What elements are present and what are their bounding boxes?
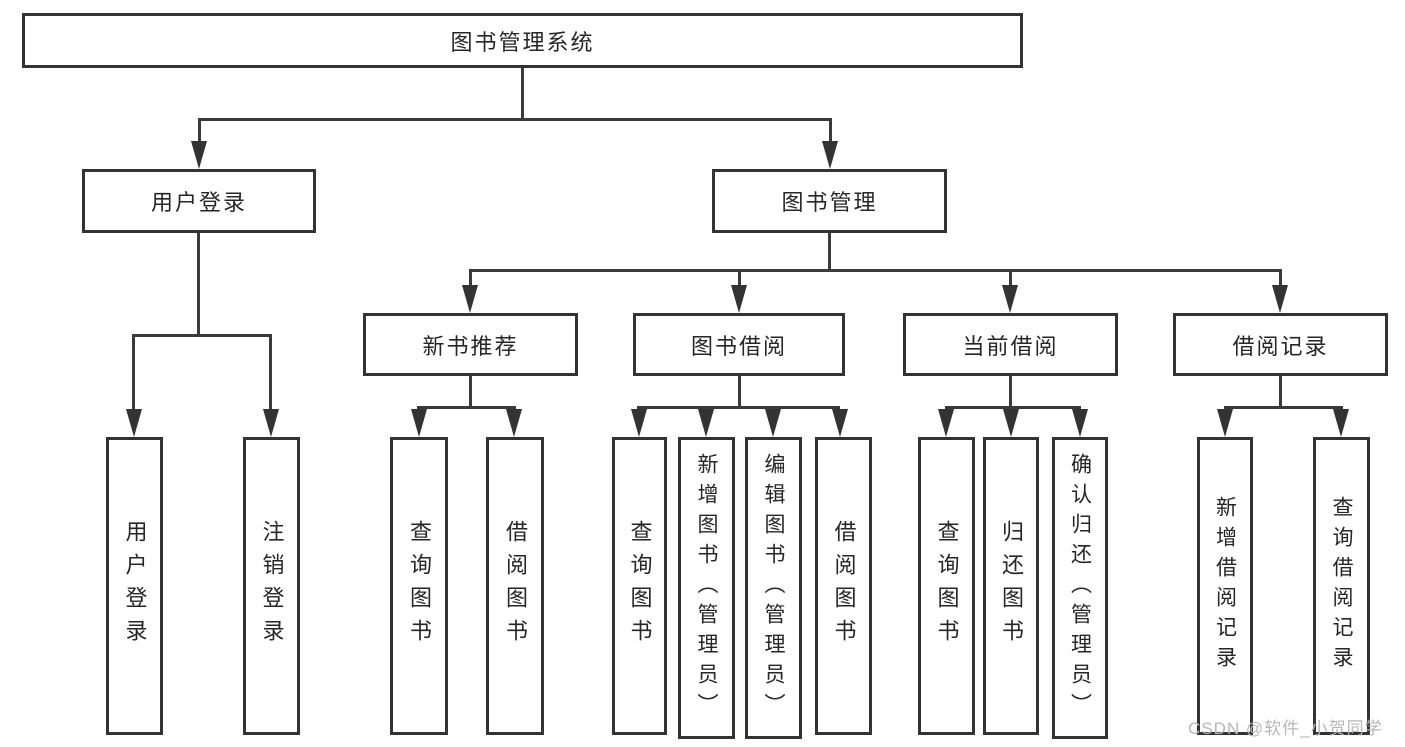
node-borrow-records: 借阅记录: [1173, 313, 1388, 376]
node-current-borrow: 当前借阅: [903, 313, 1118, 376]
arrowhead-to-current-borrow: [1002, 285, 1018, 313]
connector-bookmgmt-stem: [828, 233, 831, 271]
leaf-label: 编辑图书（管理员）: [762, 453, 785, 723]
leaf-confirm-return-admin: 确认归还（管理员）: [1052, 437, 1108, 739]
leaf-borrow-books-recommend: 借阅图书: [486, 437, 544, 735]
leaf-label: 查询借阅记录: [1330, 496, 1353, 676]
csdn-watermark: CSDN @软件_小贺同学: [1188, 719, 1383, 738]
arrowhead-to-leaf-logout: [263, 409, 279, 437]
arrowhead-to-book-management: [822, 141, 838, 169]
node-root-library-system: 图书管理系统: [22, 13, 1023, 68]
arrowhead-to-leaf-query-record: [1333, 409, 1349, 437]
arrowhead-to-user-login: [191, 141, 207, 169]
leaf-label: 借阅图书: [503, 520, 528, 652]
connector-root-left-drop: [198, 118, 201, 144]
arrowhead-to-new-book-recommend: [462, 285, 478, 313]
arrowhead-to-leaf-add-book: [698, 409, 714, 437]
node-label: 用户登录: [150, 190, 247, 215]
arrowhead-to-leaf-query-borrow: [631, 409, 647, 437]
node-user-login: 用户登录: [82, 169, 316, 233]
connector-userlogin-rail: [132, 334, 272, 337]
connector-drop-records: [1279, 269, 1282, 289]
connector-records-rail: [1224, 406, 1343, 409]
leaf-query-books-borrow: 查询图书: [612, 437, 667, 735]
leaf-edit-book-admin: 编辑图书（管理员）: [745, 437, 802, 739]
leaf-query-books-recommend: 查询图书: [390, 437, 448, 735]
arrowhead-to-borrow-records: [1272, 285, 1288, 313]
connector-borrow-rail: [637, 406, 840, 409]
connector-root-stem: [521, 68, 524, 120]
arrowhead-to-leaf-user-login: [126, 409, 142, 437]
connector-userlogin-stem: [197, 233, 200, 337]
connector-drop-borrow: [738, 269, 741, 289]
leaf-user-login: 用户登录: [106, 437, 163, 735]
node-label: 图书借阅: [690, 333, 787, 359]
leaf-label: 确认归还（管理员）: [1068, 453, 1092, 723]
arrowhead-to-book-borrow: [731, 285, 747, 313]
arrowhead-to-leaf-borrow-recommend: [506, 409, 522, 437]
leaf-add-book-admin: 新增图书（管理员）: [678, 437, 735, 739]
connector-root-rail: [198, 118, 832, 121]
arrowhead-to-leaf-add-record: [1217, 409, 1233, 437]
node-new-book-recommend: 新书推荐: [363, 313, 578, 376]
leaf-label: 用户登录: [122, 520, 148, 652]
arrowhead-to-leaf-return-books: [1003, 409, 1019, 437]
leaf-add-borrow-record: 新增借阅记录: [1197, 437, 1253, 735]
connector-userlogin-right-drop: [269, 334, 272, 412]
node-label: 借阅记录: [1232, 333, 1329, 359]
arrowhead-to-leaf-edit-book: [765, 409, 781, 437]
connector-records-stem: [1279, 376, 1282, 409]
connector-bookmgmt-rail: [469, 269, 1282, 272]
connector-userlogin-left-drop: [132, 334, 135, 412]
arrowhead-to-leaf-query-current: [938, 409, 954, 437]
arrowhead-to-leaf-confirm-return: [1072, 409, 1088, 437]
leaf-label: 查询图书: [627, 520, 653, 652]
connector-root-right-drop: [829, 118, 832, 144]
leaf-label: 归还图书: [999, 520, 1024, 652]
leaf-return-books: 归还图书: [983, 437, 1039, 735]
arrowhead-to-leaf-borrow-books: [832, 409, 848, 437]
leaf-label: 注销登录: [259, 520, 285, 652]
leaf-label: 新增图书（管理员）: [695, 453, 718, 723]
node-book-borrow: 图书借阅: [633, 313, 845, 376]
leaf-logout: 注销登录: [243, 437, 300, 735]
node-label: 新书推荐: [422, 333, 519, 359]
leaf-label: 查询图书: [934, 520, 960, 652]
connector-drop-recommend: [469, 269, 472, 289]
connector-recommend-rail: [417, 406, 516, 409]
connector-borrow-stem: [738, 376, 741, 409]
connector-recommend-stem: [469, 376, 472, 409]
node-label: 当前借阅: [962, 333, 1059, 359]
leaf-query-borrow-record: 查询借阅记录: [1313, 437, 1370, 735]
leaf-query-books-current: 查询图书: [918, 437, 975, 735]
node-book-management: 图书管理: [712, 169, 947, 233]
connector-current-stem: [1009, 376, 1012, 409]
node-label: 图书管理: [781, 190, 878, 215]
leaf-label: 新增借阅记录: [1213, 496, 1237, 676]
node-label: 图书管理系统: [450, 29, 595, 55]
leaf-label: 借阅图书: [831, 520, 857, 652]
leaf-borrow-books: 借阅图书: [815, 437, 872, 735]
connector-drop-current: [1009, 269, 1012, 289]
arrowhead-to-leaf-query-recommend: [411, 409, 427, 437]
connector-current-rail: [945, 406, 1081, 409]
leaf-label: 查询图书: [407, 520, 432, 652]
